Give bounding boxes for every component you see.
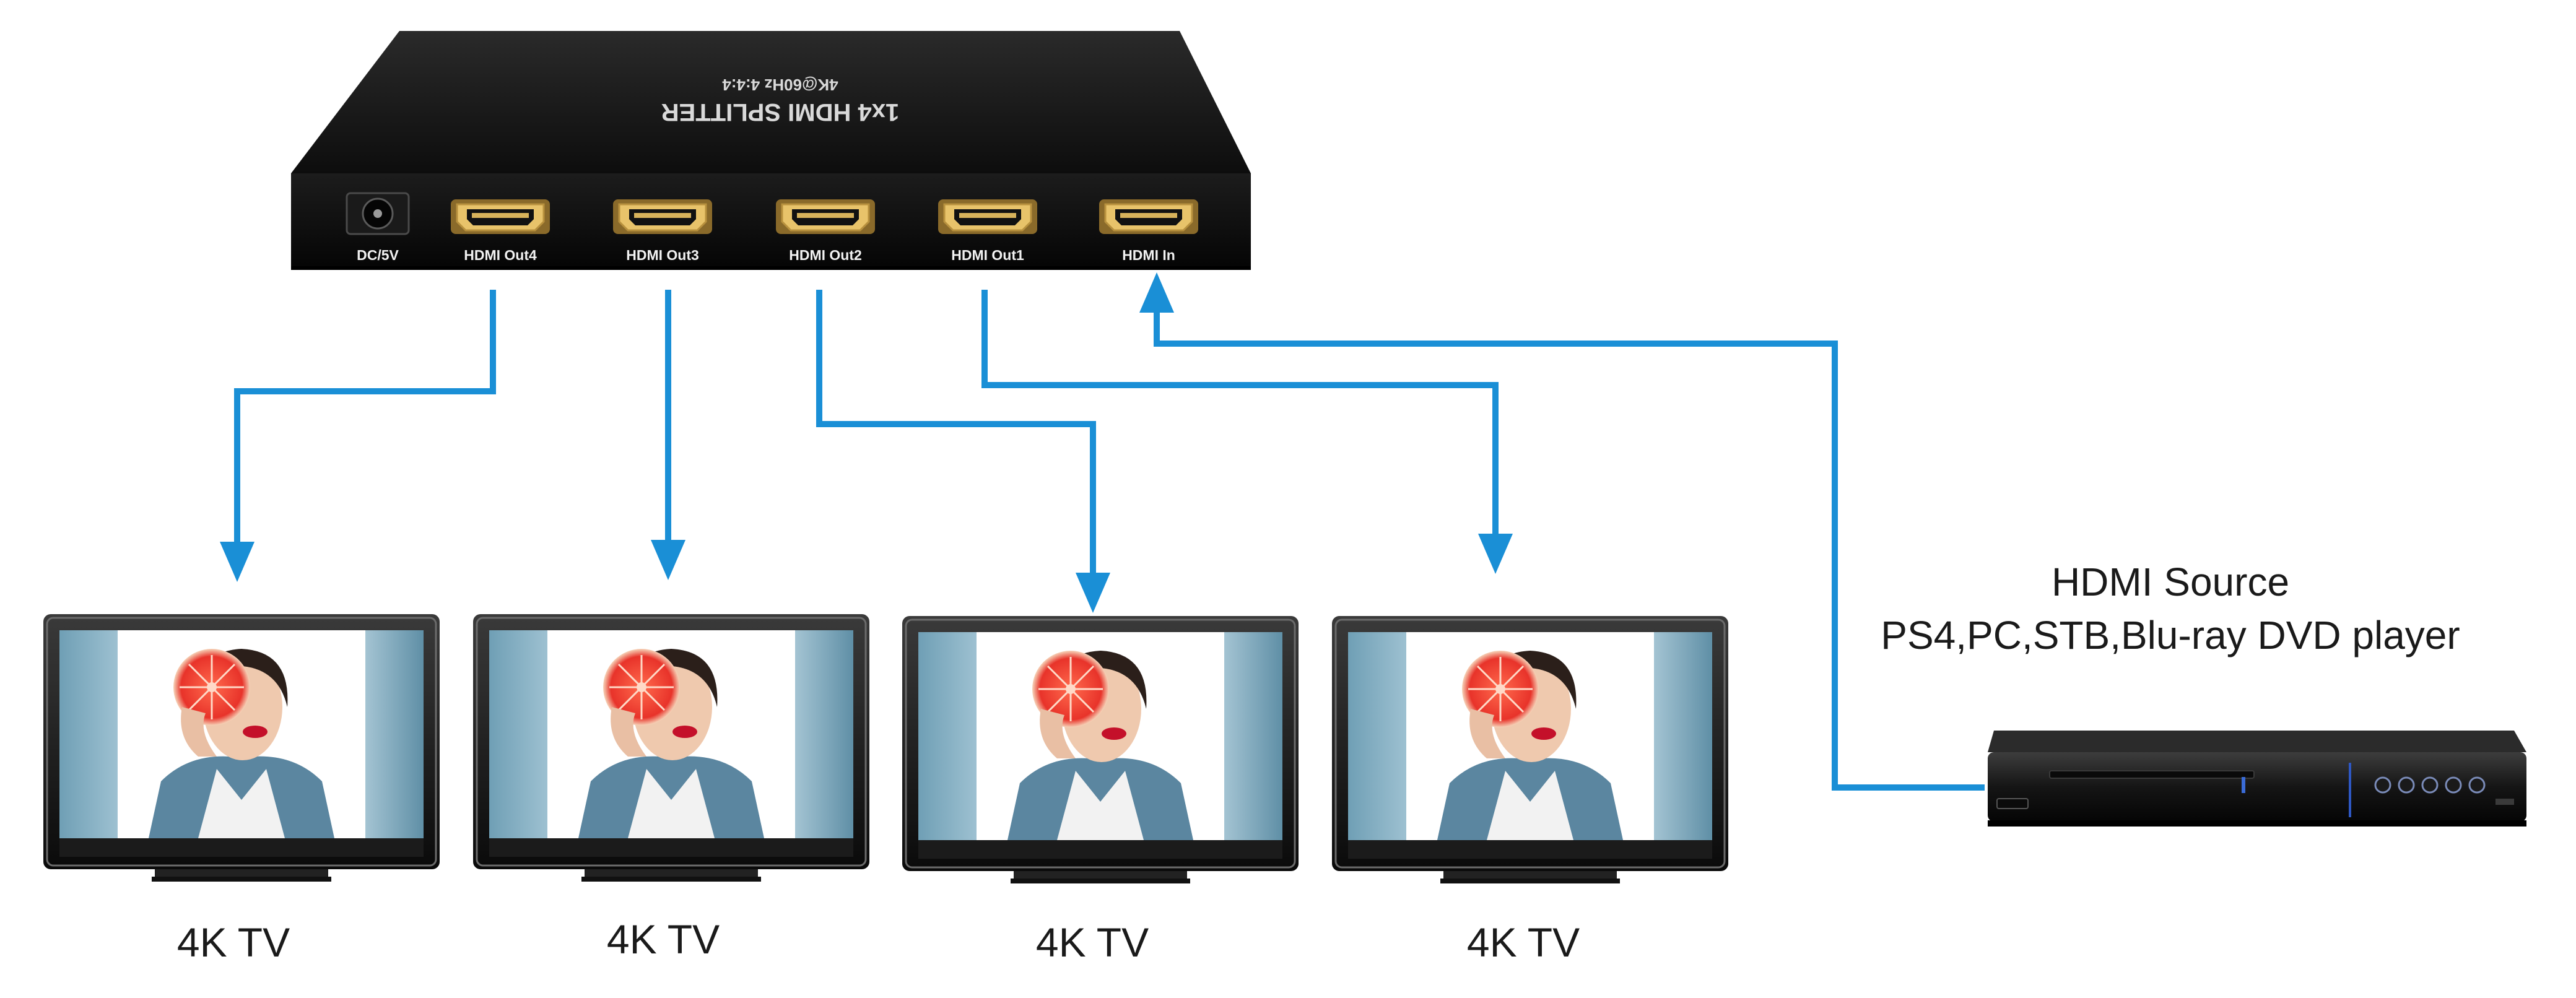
hdmi-out3-port [612,198,713,235]
hdmi-in-label: HDMI In [1122,247,1175,263]
source-devices: PS4,PC,STB,Blu-ray DVD player [1881,613,2460,657]
arrow-down-tv1 [220,542,255,582]
arrow-down-tv2 [651,540,685,580]
source-title: HDMI Source [2052,560,2289,604]
bluray-player [1988,731,2526,827]
dc-power-port [346,192,410,235]
splitter-front-panel [291,173,1251,269]
tv-3-label: 4K TV [1036,919,1149,965]
tv-2-label: 4K TV [607,916,720,962]
hdmi-out2-port [775,198,876,235]
hdmi-out3-label: HDMI Out3 [626,247,699,263]
connector-source-to-in [1154,311,1985,791]
splitter-model-title: 1x4 HDMI SPLITTER [661,98,900,126]
hdmi-in-port [1098,198,1199,235]
hdmi-out1-label: HDMI Out1 [951,247,1024,263]
arrow-up-hdmi-in [1139,272,1174,313]
connector-out4-to-tv1 [234,290,496,545]
hdmi-out4-label: HDMI Out4 [464,247,537,263]
arrow-down-tv3 [1076,573,1110,613]
tv-3 [901,615,1300,885]
connector-out1-to-tv4 [981,290,1499,536]
connection-lines [220,272,1985,791]
hdmi-out1-port [937,198,1038,235]
dc-port-label: DC/5V [357,247,399,263]
splitter-model-subtitle: 4K@60Hz 4:4:4 [722,76,838,94]
arrow-down-tv4 [1478,534,1513,574]
hdmi-out2-label: HDMI Out2 [789,247,862,263]
tv-4 [1331,615,1730,885]
tv-1-label: 4K TV [177,919,290,965]
tv-1 [42,613,441,883]
tv-4-label: 4K TV [1467,919,1580,965]
splitter-top-surface [291,31,1251,173]
hdmi-splitter-device: 1x4 HDMI SPLITTER 4K@60Hz 4:4:4 DC/5V HD… [291,31,1251,270]
connector-out2-to-tv3 [816,290,1096,575]
tv-2 [472,613,871,883]
hdmi-out4-port [450,198,551,235]
